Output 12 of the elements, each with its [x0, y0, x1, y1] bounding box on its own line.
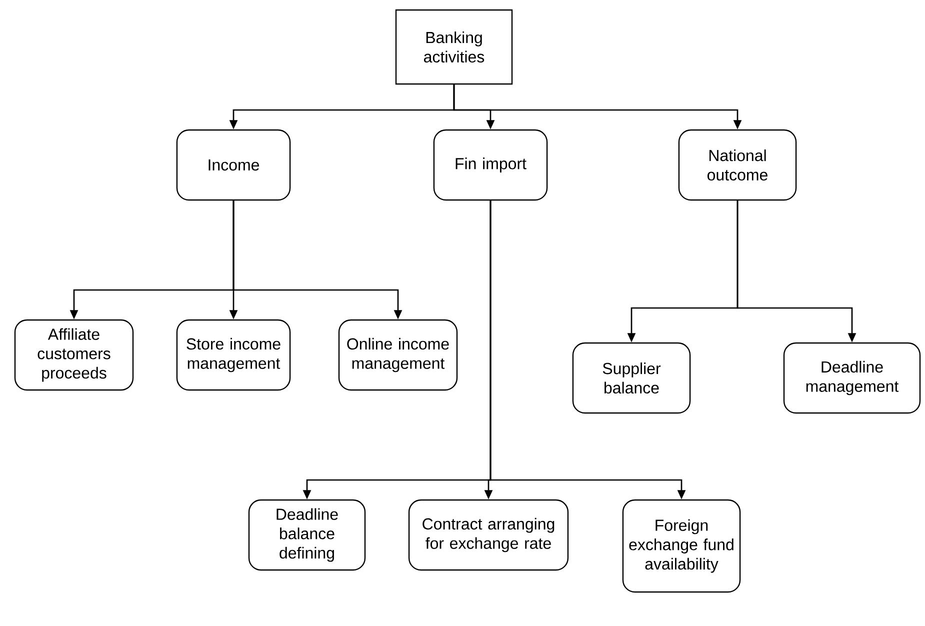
category-box: Deadline management [783, 342, 921, 414]
category-box: Store income management [176, 319, 291, 391]
category-box: Supplier balance [572, 342, 691, 414]
category-box: Foreign exchange fund availability [622, 499, 741, 593]
category-box: Income [176, 129, 291, 201]
root-box: Banking activities [395, 9, 513, 85]
category-box: Deadline balance defining [248, 499, 366, 571]
category-box: National outcome [678, 129, 797, 201]
category-box: Affiliate customers proceeds [14, 319, 134, 391]
category-box: Contract arranging for exchange rate [408, 499, 569, 571]
category-box: Online income management [338, 319, 458, 391]
category-box: Fin import [433, 129, 548, 201]
